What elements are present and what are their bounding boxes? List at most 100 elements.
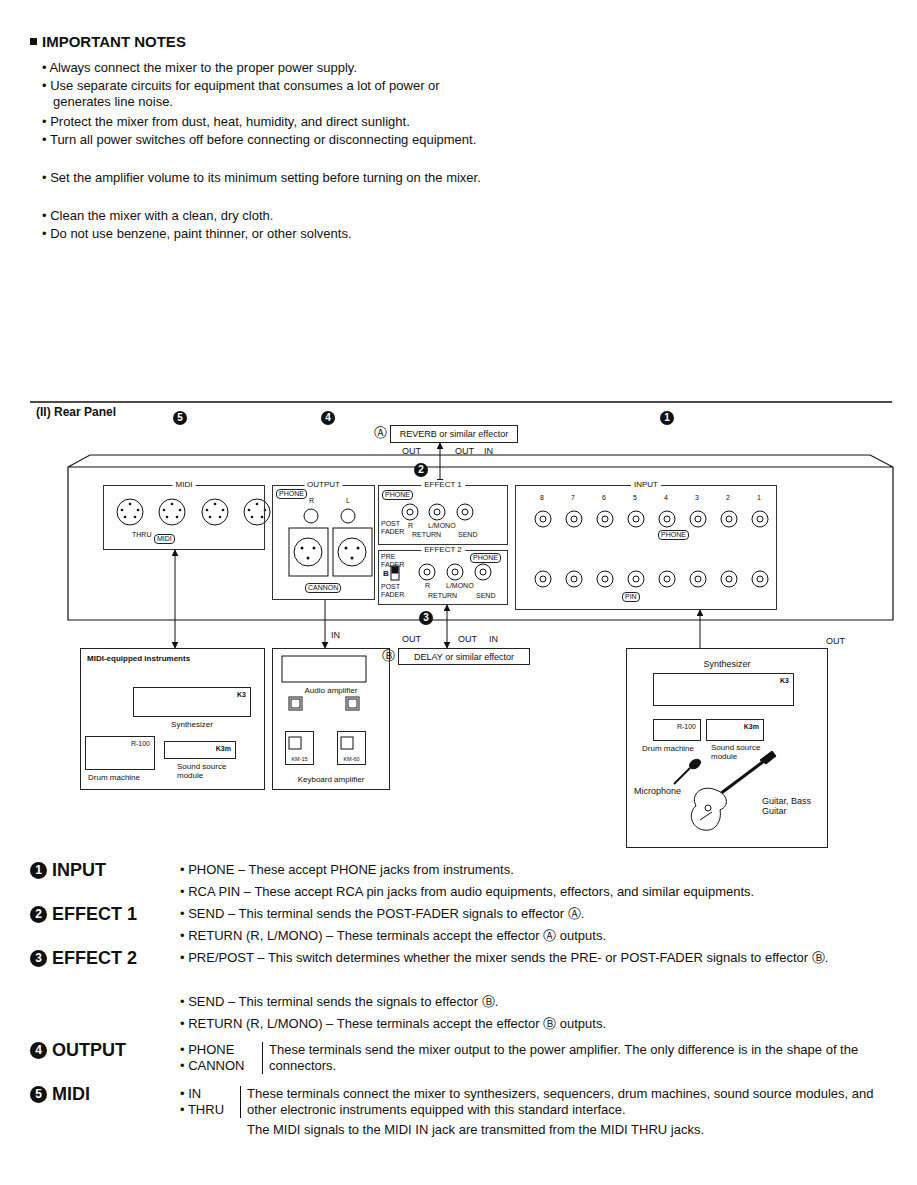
item-text: • PHONE	[180, 1042, 234, 1058]
jack	[659, 511, 675, 527]
guitar	[691, 751, 776, 830]
jack	[566, 571, 582, 587]
title-square	[30, 38, 37, 45]
drawing	[30, 38, 893, 830]
callout-number: 4	[30, 1042, 47, 1059]
jack	[628, 511, 644, 527]
callout-number: 1	[30, 862, 47, 879]
effect-jacks	[391, 504, 491, 580]
item-heading: INPUT	[52, 860, 106, 881]
item-heading: EFFECT 2	[52, 948, 137, 969]
note: • Set the amplifier volume to its minimu…	[42, 170, 493, 186]
jack-name: PHONE	[470, 553, 501, 563]
section-title: (II) Rear Panel	[36, 406, 116, 420]
amplifier-group: Audio amplifierKeyboard amplifierKM-15KM…	[272, 648, 390, 790]
channel-number: 5	[633, 494, 637, 502]
jack	[664, 576, 670, 582]
instrument-group: SynthesizerK3R-100Drum machineK3mSound s…	[626, 648, 828, 848]
jack	[721, 571, 737, 587]
callout-number: 2	[30, 906, 47, 923]
audio-amplifier	[282, 656, 366, 749]
channel-number: 6	[602, 494, 606, 502]
item-heading: OUTPUT	[52, 1040, 126, 1061]
item-heading: MIDI	[52, 1084, 90, 1105]
midi-jacks	[117, 499, 270, 525]
jack	[597, 571, 613, 587]
item-text: • PRE/POST – This switch determines whet…	[180, 950, 881, 966]
node-text: KM-60	[338, 756, 365, 762]
note: • Turn all power switches off before con…	[42, 132, 493, 148]
item-text: • THRU	[180, 1102, 224, 1118]
jack-name: PIN	[622, 592, 640, 602]
jack-name: RETURN	[412, 531, 441, 539]
jack	[535, 571, 551, 587]
item-text: • RETURN (R, L/MONO) – These terminals a…	[180, 928, 606, 944]
switch-position: POST FADER	[381, 520, 403, 536]
jack	[752, 511, 768, 527]
jack-name: L	[346, 497, 350, 505]
item-text: • SEND – This terminal sends the POST-FA…	[180, 906, 584, 922]
instrument-name: Microphone	[634, 786, 681, 796]
jack-name: PHONE	[658, 530, 689, 540]
node-text: Drum machine	[88, 773, 140, 782]
amplifier-box: KM-15	[285, 731, 314, 765]
signal-name: OUT	[455, 446, 474, 456]
callout-number: 2	[414, 463, 428, 477]
effector-mark: Ⓐ	[374, 426, 387, 441]
channel-number: 4	[664, 494, 668, 502]
instrument-box: K3Synthesizer	[133, 687, 251, 717]
jack	[571, 516, 577, 522]
jack-name: RETURN	[428, 592, 457, 600]
node-text: K3	[780, 677, 789, 685]
node-text: EFFECT 1	[421, 480, 465, 489]
callout-number: 4	[321, 411, 335, 425]
node-text: EFFECT 2	[421, 545, 465, 554]
jack-name: MIDI	[154, 534, 175, 544]
node-text: Synthesizer	[134, 720, 250, 729]
channel-number: 7	[571, 494, 575, 502]
instrument-box: K3mSound source module	[164, 741, 236, 759]
callout-number: 1	[660, 411, 674, 425]
jack	[566, 511, 582, 527]
node-text: K3m	[216, 745, 231, 753]
signal-name: IN	[489, 634, 498, 644]
panel-outline	[68, 455, 893, 620]
node-text: Sound source module	[177, 762, 237, 780]
node-text: OUTPUT	[304, 480, 343, 489]
jack-name: PHONE	[276, 489, 307, 499]
jack	[721, 511, 737, 527]
callout-number: 5	[30, 1086, 47, 1103]
item-text: • PHONE – These accept PHONE jacks from …	[180, 862, 514, 878]
jack	[571, 576, 577, 582]
signal-name: OUT	[458, 634, 477, 644]
jack-name: R	[408, 522, 413, 530]
jack	[602, 576, 608, 582]
item-heading: EFFECT 1	[52, 904, 137, 925]
amplifier-box: KM-60	[337, 731, 366, 765]
jack	[659, 571, 675, 587]
item-text: • RETURN (R, L/MONO) – These terminals a…	[180, 1016, 606, 1032]
rule	[30, 401, 892, 403]
output-jacks	[289, 509, 372, 576]
instrument-box: R-100Drum machine	[653, 719, 701, 741]
switch-position: PRE FADER	[381, 553, 403, 569]
connector	[447, 605, 448, 648]
item-text: • RCA PIN – These accept RCA pin jacks f…	[180, 884, 754, 900]
jack	[757, 576, 763, 582]
node-text: KM-15	[286, 756, 313, 762]
jack	[540, 516, 546, 522]
item-text: • SEND – This terminal sends the signals…	[180, 994, 498, 1010]
jack	[690, 511, 706, 527]
instrument-group: MIDI-equipped instrumentsK3SynthesizerR-…	[80, 648, 265, 790]
input-jacks	[535, 511, 768, 587]
instrument-box: K3	[653, 673, 794, 706]
node-text: R-100	[677, 723, 696, 731]
connector	[325, 600, 326, 648]
channel-number: 1	[757, 494, 761, 502]
note: • Use separate circuits for equipment th…	[42, 78, 493, 110]
jack	[633, 576, 639, 582]
effector-mark: B	[383, 569, 389, 578]
jack-name: SEND	[458, 531, 477, 539]
node-text: MIDI	[173, 480, 196, 489]
signal-name: IN	[331, 630, 340, 640]
